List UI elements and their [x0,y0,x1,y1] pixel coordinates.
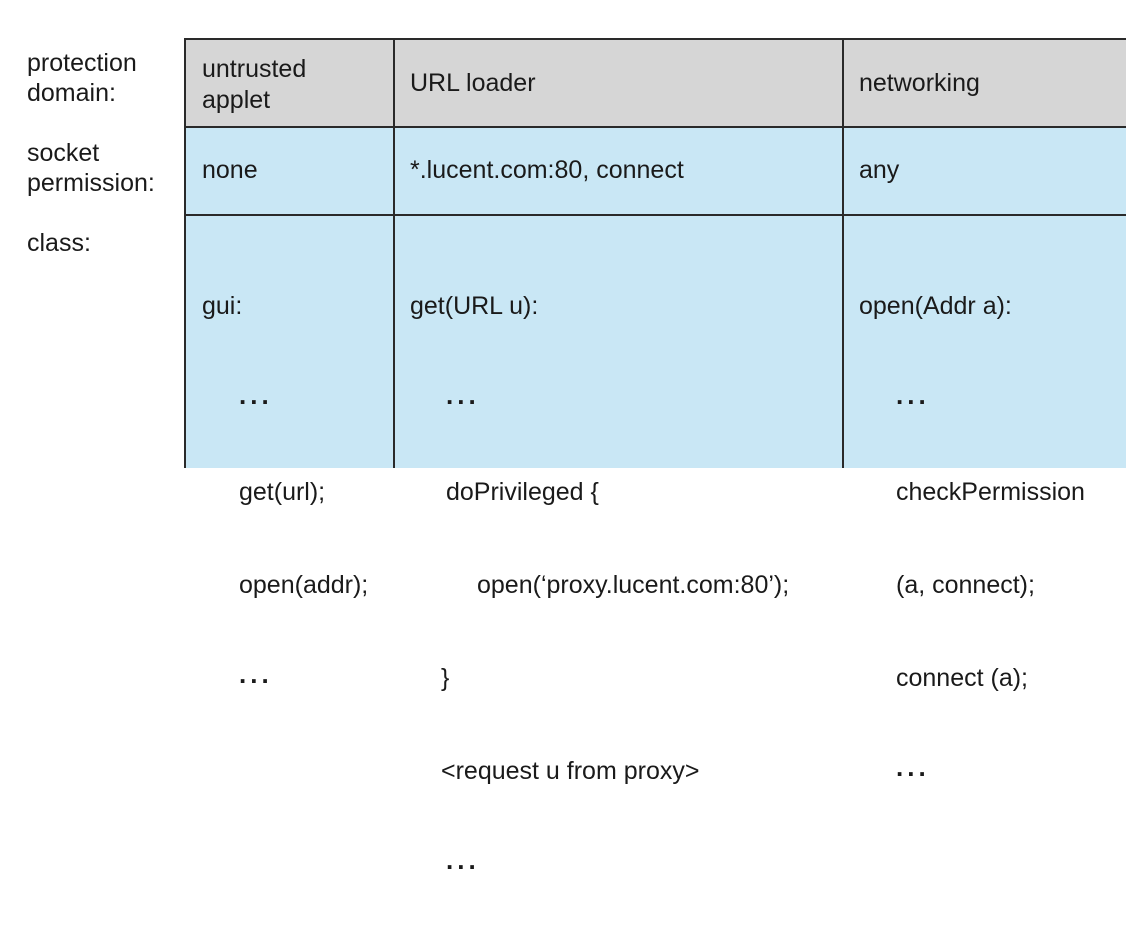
code-line: <request u from proxy> [441,757,700,785]
class-cell-url-loader: get(URL u): ... doPrivileged { open(‘pro… [394,215,843,873]
row-divider [186,214,1126,216]
class-cell-networking: open(Addr a): ... checkPermission (a, co… [843,215,1126,780]
code-line: } [441,664,450,692]
code-line: checkPermission [896,478,1085,506]
permission-cell-untrusted-applet: none [186,127,394,215]
domain-cell-url-loader: URL loader [394,40,843,127]
column-divider [393,40,395,468]
code-line: (a, connect); [896,571,1035,599]
domain-cell-networking: networking [843,40,1126,127]
column-divider [842,40,844,468]
code-header: gui: [202,292,243,320]
code-line: get(url); [239,478,326,506]
code-block: get(URL u): ... doPrivileged { open(‘pro… [410,229,789,942]
code-block: open(Addr a): ... checkPermission (a, co… [859,229,1085,849]
code-line: open(‘proxy.lucent.com:80’); [477,571,790,599]
ellipsis: ... [446,845,480,875]
code-line: doPrivileged { [446,478,599,506]
permission-cell-networking: any [843,127,1126,215]
permission-value: *.lucent.com:80, connect [410,156,684,184]
row-divider [186,126,1126,128]
domain-cell-untrusted-applet: untrusted applet [186,40,394,127]
row-label-socket-permission: socket permission: [27,139,155,197]
class-cell-untrusted-applet: gui: ... get(url); open(addr); ... [186,215,394,687]
code-block: gui: ... get(url); open(addr); ... [202,229,368,756]
protection-domain-table: untrusted applet URL loader networking n… [184,38,1126,873]
code-header: get(URL u): [410,292,539,320]
code-header: open(Addr a): [859,292,1012,320]
code-line: open(addr); [239,571,369,599]
ellipsis: ... [896,752,930,782]
ellipsis: ... [239,659,273,689]
ellipsis: ... [239,380,273,410]
domain-label: networking [859,69,980,97]
domain-label: URL loader [410,69,536,97]
row-label-protection-domain: protection domain: [27,49,137,107]
code-line: connect (a); [896,664,1029,692]
permission-cell-url-loader: *.lucent.com:80, connect [394,127,843,215]
permission-value: any [859,156,900,184]
domain-label: untrusted applet [202,55,307,114]
ellipsis: ... [896,380,930,410]
ellipsis: ... [446,380,480,410]
row-label-class: class: [27,229,91,257]
permission-value: none [202,156,258,184]
